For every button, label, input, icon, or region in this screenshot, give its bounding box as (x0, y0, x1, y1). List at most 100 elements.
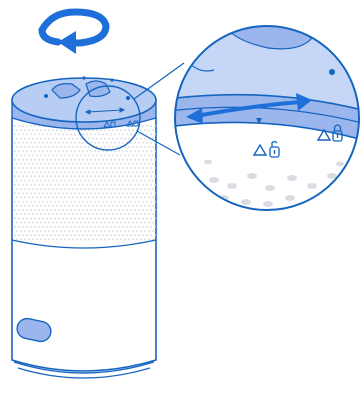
grille-dot (102, 217, 104, 220)
grille-dot (116, 171, 118, 174)
grille-dot (80, 230, 82, 232)
grille-dot (24, 137, 26, 140)
grille-dot (70, 217, 72, 220)
grille-dot (34, 167, 36, 169)
grille-dot (72, 129, 74, 132)
grille-dot (58, 200, 60, 203)
grille-dot (40, 162, 42, 165)
grille-dot (152, 204, 154, 207)
grille-dot (38, 150, 40, 153)
grille-dot (112, 230, 114, 232)
grille-dot (34, 150, 36, 153)
grille-dot (146, 209, 148, 211)
grille-dot (96, 179, 98, 182)
grille-dot (124, 146, 126, 148)
grille-dot (22, 192, 24, 195)
grille-dot (122, 141, 124, 144)
grille-dot (114, 217, 116, 220)
grille-dot (144, 204, 146, 207)
grille-dot (76, 171, 78, 174)
grille-dot (28, 162, 30, 165)
grille-dot (128, 162, 130, 165)
grille-dot (18, 141, 20, 144)
grille-dot (76, 162, 78, 165)
grille-dot (46, 158, 48, 161)
grille-dot (32, 230, 34, 232)
grille-dot (44, 137, 46, 140)
grille-dot (40, 146, 42, 148)
grille-dot (144, 196, 146, 199)
grille-dot (146, 158, 148, 161)
grille-dot (128, 137, 130, 140)
grille-dot (126, 167, 128, 169)
grille-dot (96, 137, 98, 140)
grille-dot (42, 234, 44, 237)
grille-dot (100, 213, 102, 216)
grille-dot (72, 213, 74, 216)
grille-dot (20, 171, 22, 174)
grille-dot (144, 171, 146, 174)
grille-dot (152, 129, 154, 132)
grille-dot (138, 209, 140, 211)
grille-dot (76, 196, 78, 199)
grille-dot (24, 129, 26, 132)
grille-dot (114, 192, 116, 195)
grille-dot (82, 133, 84, 136)
grille-dot (58, 141, 60, 144)
grille-dot (98, 209, 100, 211)
grille-dot (80, 221, 82, 224)
grille-dot (42, 200, 44, 203)
grille-dot (20, 188, 22, 190)
grille-dot (28, 146, 30, 148)
grille-dot (124, 213, 126, 216)
grille-dot (126, 150, 128, 153)
grille-dot (76, 146, 78, 148)
grille-dot (20, 162, 22, 165)
grille-dot (74, 209, 76, 211)
grille-dot (98, 158, 100, 161)
grille-dot (106, 209, 108, 211)
grille-dot (82, 141, 84, 144)
grille-dot (62, 158, 64, 161)
grille-dot (42, 175, 44, 178)
grille-dot (86, 200, 88, 203)
grille-dot (114, 167, 116, 169)
grille-dot (130, 225, 132, 228)
grille-dot (48, 171, 50, 174)
grille-dot (32, 162, 34, 165)
grille-dot (50, 167, 52, 169)
grille-dot (106, 158, 108, 161)
grille-dot (64, 179, 66, 182)
grille-dot (148, 230, 150, 232)
grille-dot (118, 209, 120, 211)
grille-dot (96, 230, 98, 232)
grille-dot (132, 238, 134, 241)
grille-dot (36, 129, 38, 132)
grille-dot (106, 192, 108, 195)
grille-dot (136, 238, 138, 241)
grille-dot (40, 213, 42, 216)
grille-dot (24, 179, 26, 182)
grille-dot (150, 183, 152, 186)
grille-dot (14, 200, 16, 203)
grille-dot (136, 162, 138, 165)
grille-dot (152, 154, 154, 157)
grille-dot (20, 238, 22, 241)
grille-dot (64, 171, 66, 174)
grille-dot (106, 225, 108, 228)
grille-dot (54, 192, 56, 195)
grille-dot (60, 154, 62, 157)
grille-dot (80, 154, 82, 157)
grille-dot (72, 162, 74, 165)
grille-dot (48, 221, 50, 224)
grille-dot (124, 171, 126, 174)
grille-dot (146, 133, 148, 136)
grille-dot (58, 234, 60, 237)
grille-dot (32, 171, 34, 174)
grille-dot (38, 141, 40, 144)
grille-dot (86, 225, 88, 228)
grille-dot (102, 225, 104, 228)
grille-dot (48, 162, 50, 165)
grille-dot (138, 234, 140, 237)
grille-dot (132, 213, 134, 216)
